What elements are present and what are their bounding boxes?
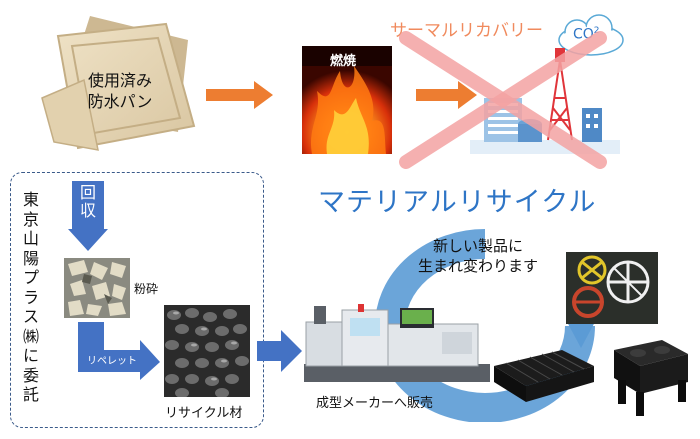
new-products-line2: 生まれ変わります	[417, 257, 538, 275]
molding-machine-image	[304, 304, 490, 382]
used-pan-illustration	[41, 16, 196, 151]
new-products-line1: 新しい製品に	[432, 237, 523, 255]
collect-label-line2: 収	[80, 201, 97, 220]
blue-arrow-to-machine	[257, 330, 302, 372]
thermal-recovery-label: サーマルリカバリー	[390, 21, 543, 41]
used-pan-label-line2: 防水パン	[87, 92, 153, 111]
crush-label: 粉砕	[134, 282, 159, 296]
pallet-image	[494, 350, 594, 402]
new-products-text: 新しい製品に 生まれ変わります	[398, 236, 558, 276]
material-recycle-title: マテリアルリサイクル	[318, 187, 597, 218]
recycled-material-label: リサイクル材	[165, 406, 243, 421]
repellet-label: リペレット	[87, 356, 137, 367]
sell-to-maker-label: 成型メーカーへ販売	[316, 396, 434, 411]
wheel-products-image	[566, 252, 658, 324]
used-pan-label-line1: 使用済み	[87, 71, 152, 90]
consign-vertical-text: 東京山陽プラス㈱に委託	[22, 190, 39, 404]
collect-label-line1: 回	[80, 183, 97, 202]
fire-image	[302, 46, 392, 154]
recycled-pellets-image	[164, 305, 250, 397]
used-pan-label: 使用済み 防水パン	[75, 70, 165, 112]
fire-label: 燃焼	[330, 54, 357, 69]
black-tray-image	[614, 340, 688, 416]
collect-arrow	[68, 181, 108, 251]
repellet-arrow	[78, 322, 160, 380]
red-cross-mark	[399, 31, 607, 169]
co2-subscript: 2	[593, 26, 600, 36]
orange-arrow-2	[416, 81, 477, 109]
consign-dashed-box	[10, 172, 264, 428]
collect-label: 回 収	[80, 184, 96, 220]
orange-arrow-1	[206, 81, 273, 109]
crushed-plastic-image	[64, 258, 130, 318]
